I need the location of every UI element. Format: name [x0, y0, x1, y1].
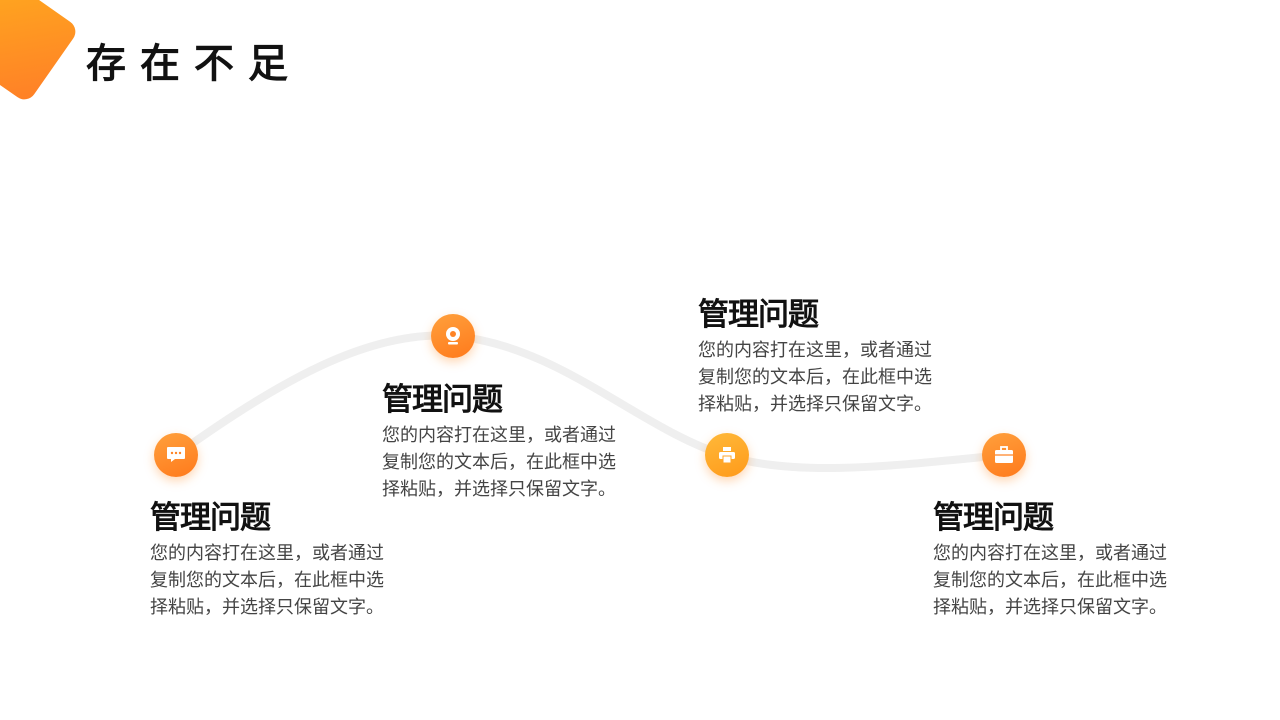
page-title: 存在不足 [86, 41, 302, 87]
printer-icon [719, 447, 735, 464]
timeline-node-4 [982, 433, 1026, 477]
item-title: 管理问题 [698, 297, 819, 333]
timeline-node-1 [154, 433, 198, 477]
chat-bubble-icon [167, 447, 185, 462]
item-description: 您的内容打在这里，或者通过复制您的文本后，在此框中选择粘贴，并选择只保留文字。 [382, 425, 616, 500]
timeline-node-2 [431, 314, 475, 358]
item-description: 您的内容打在这里，或者通过复制您的文本后，在此框中选择粘贴，并选择只保留文字。 [698, 340, 932, 415]
item-description: 您的内容打在这里，或者通过复制您的文本后，在此框中选择粘贴，并选择只保留文字。 [150, 543, 384, 618]
webcam-icon [446, 327, 460, 345]
item-title: 管理问题 [933, 500, 1054, 536]
timeline-node-3 [705, 433, 749, 477]
timeline-item-1: 管理问题 您的内容打在这里，或者通过复制您的文本后，在此框中选择粘贴，并选择只保… [150, 498, 410, 621]
timeline-item-2: 管理问题 您的内容打在这里，或者通过复制您的文本后，在此框中选择粘贴，并选择只保… [382, 380, 642, 503]
item-title: 管理问题 [382, 382, 503, 418]
item-description: 您的内容打在这里，或者通过复制您的文本后，在此框中选择粘贴，并选择只保留文字。 [933, 543, 1167, 618]
item-title: 管理问题 [150, 500, 271, 536]
timeline-item-3: 管理问题 您的内容打在这里，或者通过复制您的文本后，在此框中选择粘贴，并选择只保… [698, 295, 958, 418]
briefcase-icon [995, 446, 1013, 463]
timeline-item-4: 管理问题 您的内容打在这里，或者通过复制您的文本后，在此框中选择粘贴，并选择只保… [933, 498, 1193, 621]
